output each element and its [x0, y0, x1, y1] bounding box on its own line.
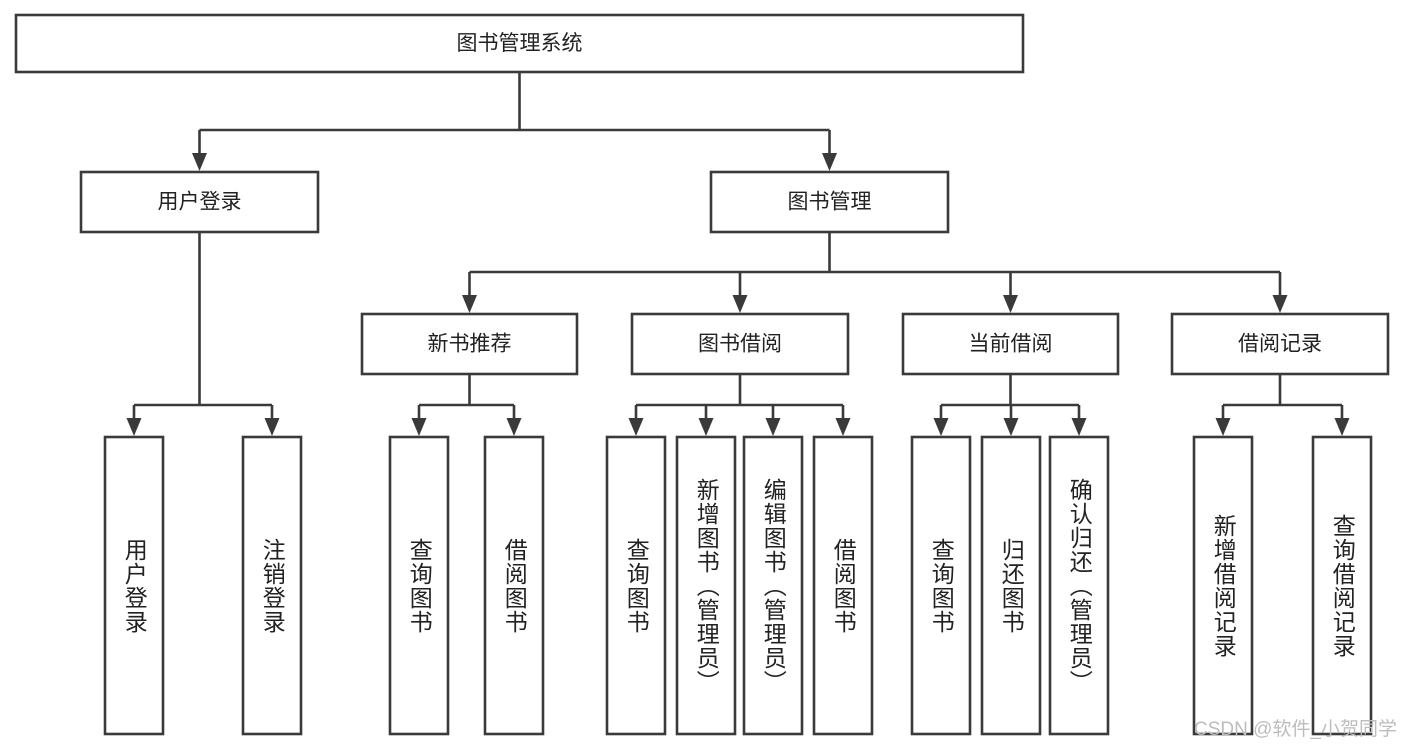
arrow-head-icon [835, 418, 851, 436]
arrow-head-icon [1334, 418, 1350, 436]
arrow-head-icon [1003, 295, 1018, 313]
arrow-head-icon [1003, 418, 1019, 436]
node-leaf-11[interactable] [1192, 435, 1254, 736]
watermark: CSDN @软件_小贺同学 [1194, 719, 1397, 740]
arrow-head-icon [1215, 418, 1231, 436]
node-level3-label-3: 借阅记录 [1238, 333, 1322, 356]
node-level2-0[interactable] [79, 170, 320, 234]
node-leaf-10[interactable] [1048, 435, 1110, 736]
node-leaf-8[interactable] [910, 435, 972, 736]
node-level2-1[interactable] [709, 170, 950, 234]
connector-layer [126, 72, 1350, 436]
arrow-head-icon [628, 418, 644, 436]
node-root-label: 图书管理系统 [457, 32, 583, 55]
node-box-layer [14, 13, 1390, 736]
node-level3-label-0: 新书推荐 [428, 333, 512, 356]
arrow-head-icon [411, 418, 427, 436]
node-level2-label-0: 用户登录 [158, 191, 242, 214]
node-leaf-0[interactable] [103, 435, 165, 736]
node-level3-1[interactable] [630, 312, 850, 376]
node-leaf-12[interactable] [1311, 435, 1373, 736]
node-level2-label-1: 图书管理 [788, 191, 872, 214]
node-leaf-5[interactable] [675, 435, 737, 736]
node-leaf-2[interactable] [388, 435, 450, 736]
node-leaf-9[interactable] [980, 435, 1042, 736]
node-level3-label-1: 图书借阅 [698, 333, 782, 356]
arrow-head-icon [264, 418, 280, 436]
arrow-head-icon [822, 153, 837, 171]
arrow-head-icon [192, 153, 207, 171]
arrow-head-icon [698, 418, 714, 436]
node-leaf-6[interactable] [742, 435, 804, 736]
arrow-head-icon [126, 418, 142, 436]
node-level3-0[interactable] [360, 312, 579, 376]
arrow-head-icon [506, 418, 522, 436]
arrow-head-icon [1272, 295, 1288, 313]
node-leaf-3[interactable] [483, 435, 545, 736]
node-leaf-4[interactable] [605, 435, 667, 736]
node-level3-2[interactable] [901, 312, 1120, 376]
arrow-head-icon [933, 418, 949, 436]
node-level3-label-2: 当前借阅 [969, 333, 1053, 356]
arrow-head-icon [732, 295, 748, 313]
arrow-head-icon [462, 295, 477, 313]
node-root[interactable] [14, 13, 1025, 74]
arrow-head-icon [765, 418, 781, 436]
node-leaf-7[interactable] [812, 435, 874, 736]
arrow-head-icon [1071, 418, 1087, 436]
node-level3-3[interactable] [1170, 312, 1390, 376]
node-leaf-1[interactable] [241, 435, 303, 736]
